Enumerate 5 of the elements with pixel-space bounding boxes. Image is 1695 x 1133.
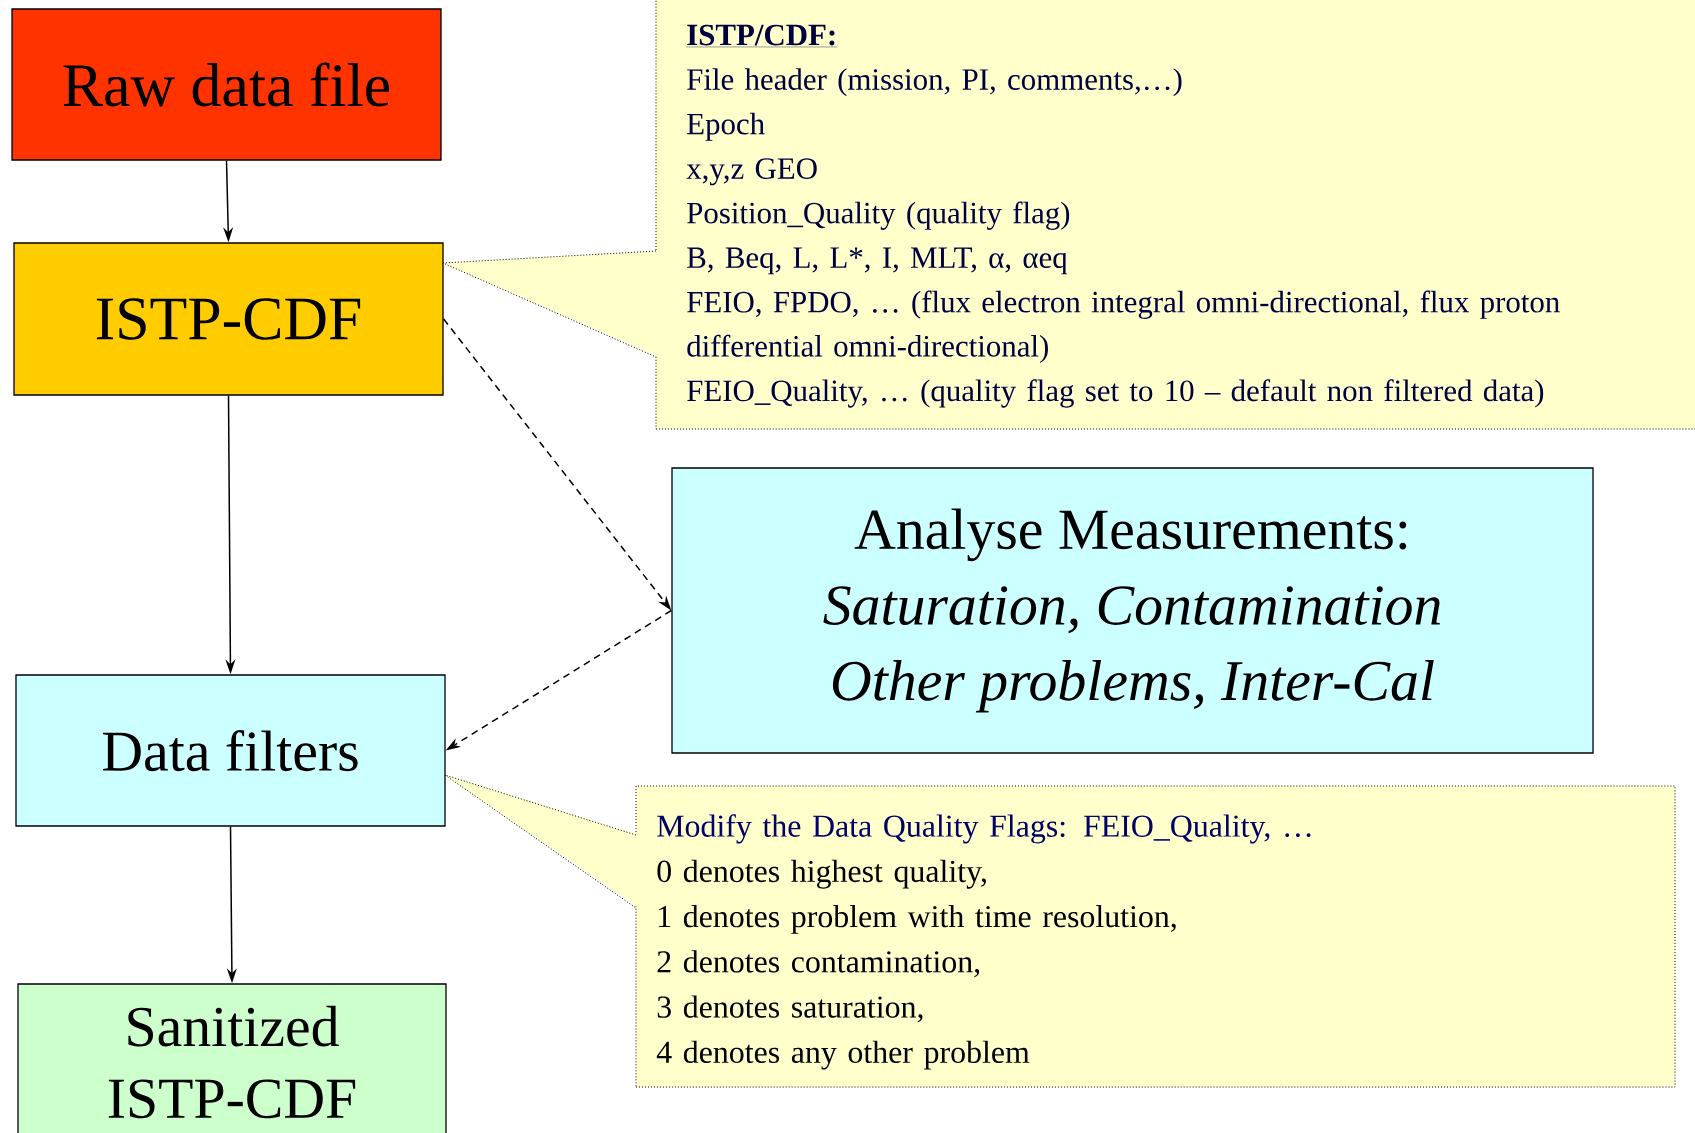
process-box: Data filters: [15, 674, 446, 827]
process-box: Analyse Measurements: Saturation, Contamination Other problems, Inter-Cal: [671, 467, 1594, 754]
process-box: Sanitized ISTP-CDF: [17, 983, 447, 1133]
process-box: Raw data file: [11, 8, 442, 161]
process-box: ISTP-CDF: [13, 242, 444, 396]
